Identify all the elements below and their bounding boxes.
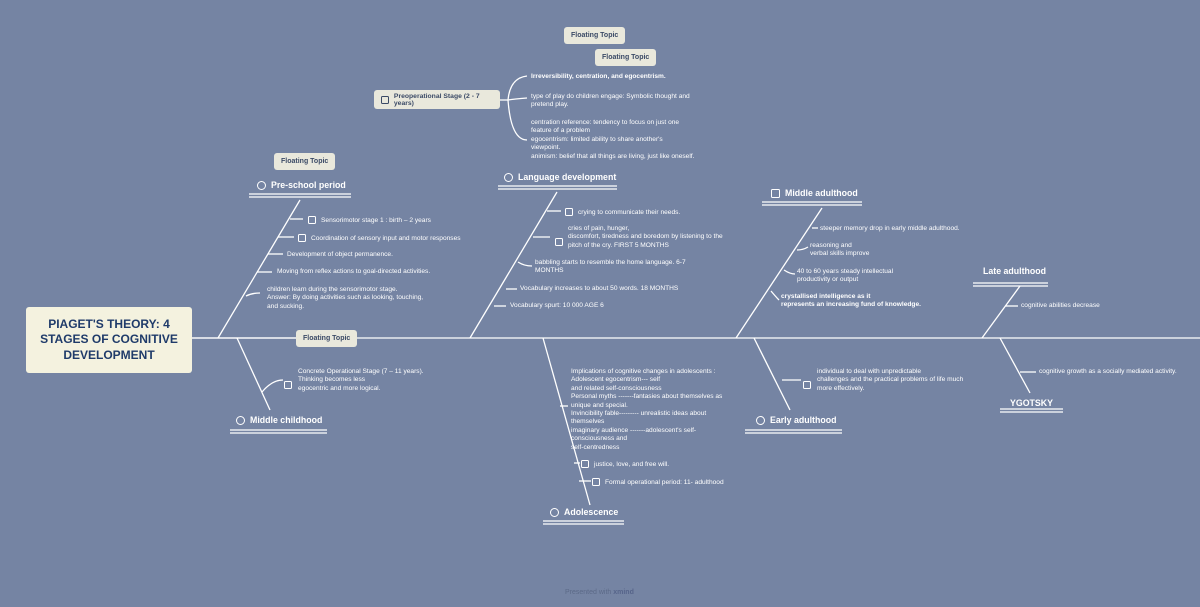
early-adulthood-title: Early adulthood <box>770 415 837 425</box>
floating-topic-1[interactable]: Floating Topic <box>564 27 626 44</box>
preschool-item-1: Sensorimotor stage 1 : birth – 2 years <box>308 216 431 225</box>
preoperational-label: Preoperational Stage (2 - 7 years) <box>393 92 480 107</box>
preop-item-2: type of play do children engage: Symboli… <box>531 93 690 109</box>
task-checkbox-icon[interactable] <box>555 237 563 246</box>
preschool-item-5: children learn during the sensorimotor s… <box>267 286 424 310</box>
branch-late-adulthood[interactable]: Late adulthood <box>983 266 1047 276</box>
adolescence-item-2: justice, love, and free will. <box>581 460 669 469</box>
branch-middle-childhood[interactable]: Middle childhood <box>236 415 323 426</box>
task-checkbox-icon[interactable] <box>803 380 811 389</box>
branch-language[interactable]: Language development <box>504 172 617 183</box>
preschool-item-3: Development of object permanence. <box>287 251 393 258</box>
footer-credit: Presented with xmind <box>565 589 634 596</box>
language-title: Language development <box>518 172 617 182</box>
adolescence-item-1: Implications of cognitive changes in ado… <box>571 368 723 451</box>
early-adult-item-check[interactable] <box>803 376 816 394</box>
circle-marker-icon <box>236 416 245 426</box>
branch-early-adulthood[interactable]: Early adulthood <box>756 415 837 426</box>
middle-adult-item-4: crystallised intelligence as it represen… <box>781 293 921 309</box>
task-checkbox-icon[interactable] <box>381 95 389 104</box>
circle-marker-icon <box>504 173 513 183</box>
preop-item-3: centration reference: tendency to focus … <box>531 119 695 160</box>
middle-adult-item-1: steeper memory drop in early middle adul… <box>820 225 960 232</box>
preop-item-1: Irreversibility, centration, and egocent… <box>531 73 666 80</box>
floating-topic-3[interactable]: Floating Topic <box>274 153 336 170</box>
language-item-4: Vocabulary increases to about 50 words. … <box>520 285 679 292</box>
preschool-item-2: Coordination of sensory input and motor … <box>298 234 461 243</box>
late-adult-item-1: cognitive abilities decrease <box>1021 302 1100 309</box>
language-item-2-check[interactable] <box>555 233 568 251</box>
middle-adulthood-title: Middle adulthood <box>785 188 858 198</box>
language-item-3: babbling starts to resemble the home lan… <box>535 259 686 275</box>
floating-topic-4[interactable]: Floating Topic <box>296 330 358 347</box>
middle-childhood-item-check[interactable] <box>284 376 297 394</box>
early-adult-item-1: individual to deal with unpredictable ch… <box>817 368 964 392</box>
language-item-2: cries of pain, hunger, discomfort, tired… <box>568 225 723 249</box>
task-checkbox-icon[interactable] <box>771 189 780 199</box>
language-item-1: crying to communicate their needs. <box>565 208 680 217</box>
branch-vygotsky[interactable]: YGOTSKY <box>1010 398 1054 408</box>
branch-middle-adulthood[interactable]: Middle adulthood <box>771 188 858 199</box>
middle-adult-item-3: 40 to 60 years steady intellectual produ… <box>797 268 894 284</box>
middle-adult-item-2: reasoning and verbal skills improve <box>810 242 870 258</box>
task-checkbox-icon[interactable] <box>284 380 292 389</box>
branch-adolescence[interactable]: Adolescence <box>550 507 619 518</box>
adolescence-item-3: Formal operational period: 11- adulthood <box>592 478 724 487</box>
circle-marker-icon <box>756 416 765 426</box>
root-topic[interactable]: PIAGET'S THEORY: 4 STAGES OF COGNITIVE D… <box>26 307 192 373</box>
task-checkbox-icon[interactable] <box>298 234 306 242</box>
floating-topic-2[interactable]: Floating Topic <box>595 49 657 66</box>
language-item-5: Vocabulary spurt: 10 000 AGE 6 <box>510 302 604 309</box>
vygotsky-item-1: cognitive growth as a socially mediated … <box>1039 368 1177 375</box>
branch-preschool[interactable]: Pre-school period <box>257 180 346 191</box>
middle-childhood-item-1: Concrete Operational Stage (7 – 11 years… <box>298 368 424 392</box>
middle-childhood-title: Middle childhood <box>250 415 323 425</box>
task-checkbox-icon[interactable] <box>565 208 573 216</box>
preschool-title: Pre-school period <box>271 180 346 190</box>
task-checkbox-icon[interactable] <box>308 216 316 224</box>
task-checkbox-icon[interactable] <box>581 460 589 468</box>
circle-marker-icon <box>257 181 266 191</box>
adolescence-title: Adolescence <box>564 507 619 517</box>
preschool-item-4: Moving from reflex actions to goal-direc… <box>277 268 431 275</box>
task-checkbox-icon[interactable] <box>592 478 600 486</box>
circle-marker-icon <box>550 508 559 518</box>
preoperational-stage-node[interactable]: Preoperational Stage (2 - 7 years) <box>374 90 500 109</box>
